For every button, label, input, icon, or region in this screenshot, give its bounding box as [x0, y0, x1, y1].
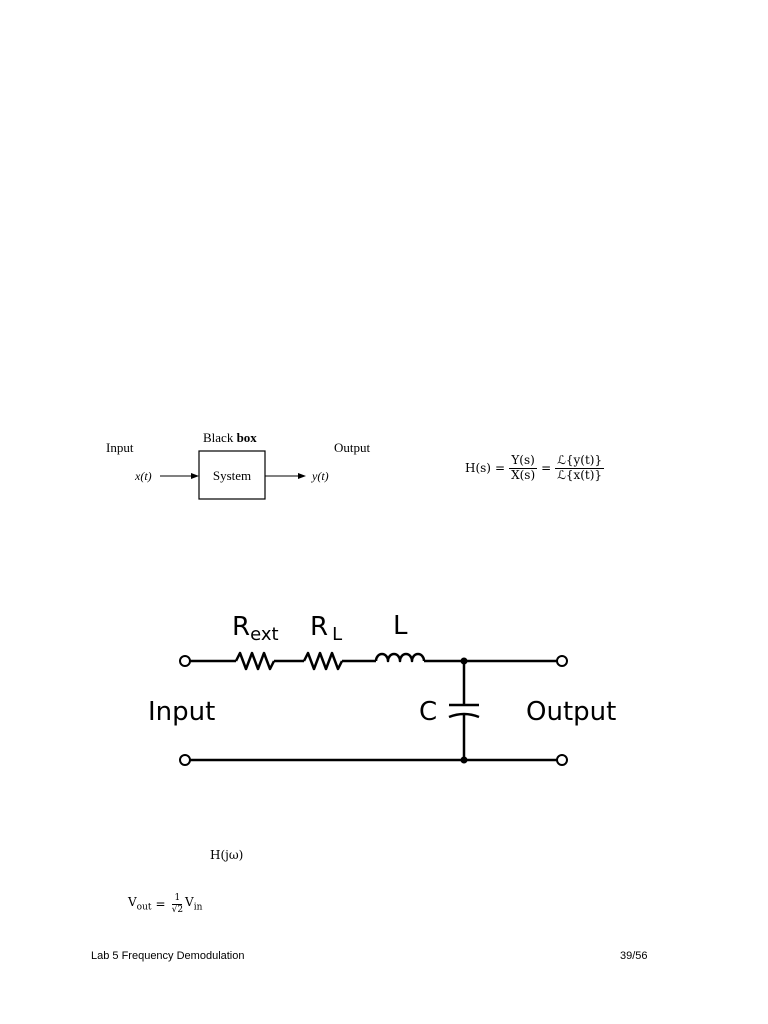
- terminal-output-top: [556, 655, 568, 667]
- input-arrowhead: [191, 473, 199, 479]
- h-jw-expression: H(jω): [210, 848, 244, 862]
- output-arrowhead: [298, 473, 306, 479]
- label-r-ext: Rext: [232, 612, 279, 645]
- eq-laplace: ℒ{y(t)} ℒ{x(t)}: [555, 452, 605, 483]
- vout-fraction: 1 √2: [170, 893, 185, 915]
- vout-frac-num: 1: [172, 893, 183, 905]
- label-capacitor: C: [419, 697, 437, 727]
- vout-equation: Vout = 1 √2 Vin: [128, 890, 202, 918]
- eq-equals-2: =: [541, 461, 552, 475]
- label-circuit-input: Input: [148, 697, 215, 727]
- vout-equals: =: [155, 897, 166, 911]
- block-input-label: Input: [106, 440, 134, 455]
- block-title: Black box: [203, 430, 257, 445]
- resistor-r-ext: [234, 651, 276, 671]
- block-diagram: Black box Input Output x(t) System y(t): [100, 425, 390, 510]
- block-diagram-figure: Black box Input Output x(t) System y(t): [106, 430, 371, 500]
- eq-laplace-num: ℒ{y(t)}: [555, 452, 605, 469]
- eq-ratio: Y(s) X(s): [509, 452, 537, 483]
- footer-title: Lab 5 Frequency Demodulation: [91, 950, 245, 962]
- eq-lhs: H(s): [465, 461, 491, 475]
- junction-top: [460, 657, 468, 665]
- input-signal: x(t): [134, 469, 152, 483]
- block-output-label: Output: [334, 440, 371, 455]
- vout-lhs: Vout: [128, 895, 152, 913]
- vout-frac-den: √2: [171, 904, 184, 915]
- terminal-input-top: [179, 655, 191, 667]
- eq-ratio-den: X(s): [511, 467, 536, 482]
- resistor-r-l: [302, 651, 344, 671]
- eq-laplace-den: ℒ{x(t)}: [557, 467, 603, 482]
- transfer-function-equation: H(s) = Y(s) X(s) = ℒ{y(t)} ℒ{x(t)}: [465, 450, 605, 486]
- eq-ratio-num: Y(s): [509, 452, 537, 469]
- vout-rhs: Vin: [185, 895, 203, 913]
- eq-equals-1: =: [495, 461, 506, 475]
- label-inductor: L: [393, 611, 408, 641]
- system-label: System: [213, 468, 251, 483]
- system-box: [198, 450, 266, 500]
- inductor-coil: [374, 652, 426, 663]
- output-signal: y(t): [311, 469, 329, 483]
- terminal-output-bottom: [556, 754, 568, 766]
- label-circuit-output: Output: [526, 697, 616, 727]
- terminal-input-bottom: [179, 754, 191, 766]
- footer-page-number: 39/56: [620, 950, 648, 962]
- junction-bottom: [460, 756, 468, 764]
